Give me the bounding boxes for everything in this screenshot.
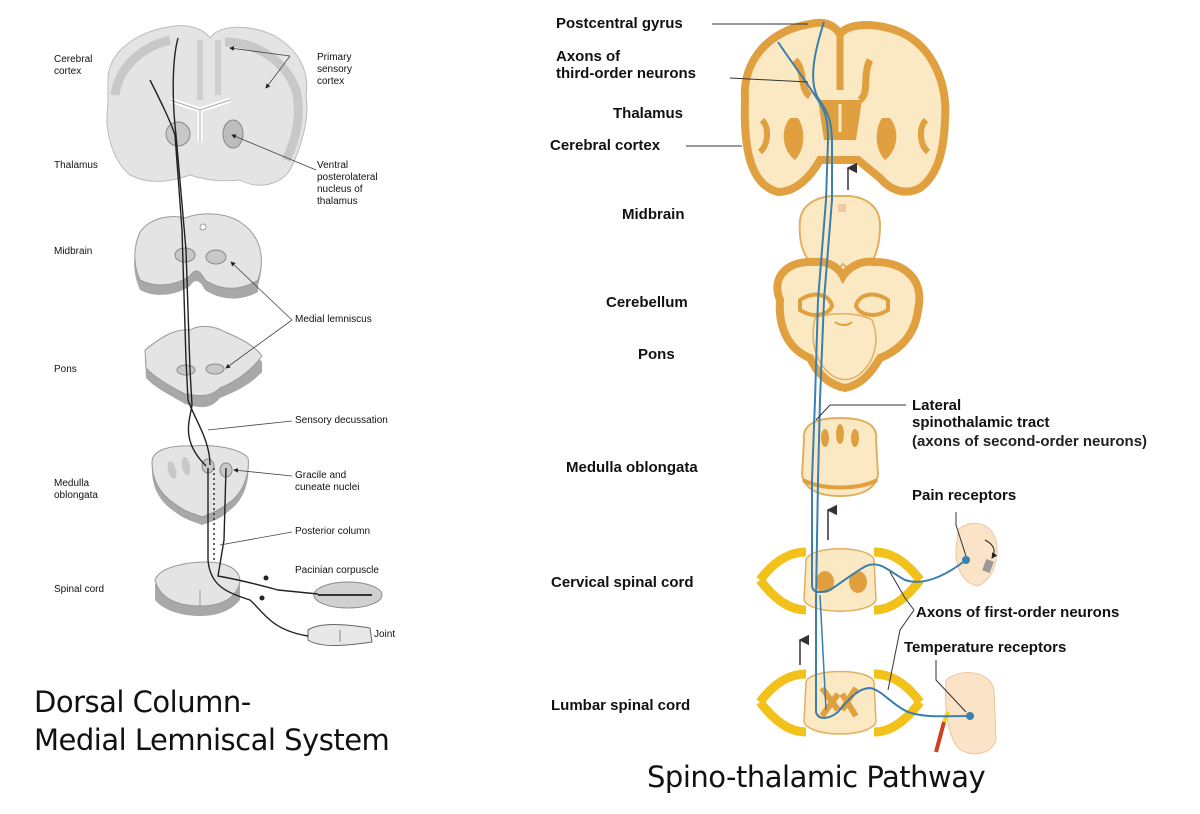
left-label-joint: Joint — [374, 629, 396, 640]
left-label-posterior-column: Posterior column — [295, 526, 371, 537]
left-medulla — [151, 445, 249, 525]
right-label-lateral-tract-note: (axons of second-order neurons) — [912, 433, 1148, 450]
left-label-sensory-decussation: Sensory decussation — [295, 415, 388, 426]
right-foot-receptor — [934, 672, 997, 755]
left-pons — [144, 325, 263, 408]
right-label-medulla-oblongata: Medulla oblongata — [566, 459, 698, 476]
right-label-temperature-receptors: Temperature receptors — [904, 639, 1067, 656]
right-cerebellum-pons — [773, 257, 924, 393]
left-cerebrum — [106, 25, 308, 186]
right-label-cervical-spinal-cord: Cervical spinal cord — [551, 574, 694, 591]
right-label-axons-first-order: Axons of first-order neurons — [916, 604, 1120, 621]
right-cervical-cord — [756, 547, 924, 615]
left-label-medial-lemniscus: Medial lemniscus — [295, 314, 372, 325]
left-label-medulla-oblongata: Medulla oblongata — [54, 478, 98, 501]
right-label-cerebellum: Cerebellum — [606, 294, 688, 311]
left-label-cerebral-cortex: Cerebral cortex — [54, 54, 93, 77]
right-label-midbrain: Midbrain — [622, 206, 685, 223]
right-label-cerebral-cortex: Cerebral cortex — [550, 137, 661, 154]
right-tract-fibers — [777, 21, 971, 719]
left-pacinian-corpuscle — [313, 581, 383, 609]
right-label-axons-third-order: Axons of third-order neurons — [556, 48, 697, 82]
right-label-lumbar-spinal-cord: Lumbar spinal cord — [551, 697, 691, 714]
left-pathway-fibers — [149, 37, 319, 637]
right-diagram-title: Spino-thalamic Pathway — [647, 760, 986, 794]
right-flow-arrows — [798, 162, 857, 665]
left-label-spinal-cord: Spinal cord — [54, 584, 105, 595]
right-lumbar-cord — [756, 669, 924, 737]
left-label-vpl-nucleus: Ventral posterolateral nucleus of thalam… — [317, 160, 378, 207]
left-leader-lines — [207, 46, 317, 546]
left-label-pons: Pons — [54, 364, 77, 375]
left-joint — [307, 624, 373, 646]
left-diagram-title: Dorsal Column- Medial Lemniscal System — [34, 685, 390, 757]
left-spinal-cord — [154, 561, 241, 616]
left-label-midbrain: Midbrain — [54, 246, 93, 257]
left-label-gracile-cuneate: Gracile and cuneate nuclei — [295, 470, 360, 493]
right-medulla — [800, 416, 880, 498]
right-label-lateral-tract: Lateral spinothalamic tract — [912, 397, 1050, 431]
right-hand-receptor — [955, 522, 998, 587]
right-label-postcentral-gyrus: Postcentral gyrus — [556, 15, 683, 32]
right-label-pain-receptors: Pain receptors — [912, 487, 1017, 504]
left-label-pacinian-corpuscle: Pacinian corpuscle — [295, 565, 379, 576]
right-cerebrum — [740, 18, 950, 197]
right-label-pons: Pons — [638, 346, 675, 363]
left-label-thalamus: Thalamus — [54, 160, 98, 171]
left-midbrain — [134, 213, 262, 299]
right-lumbar-ascending-fiber — [819, 594, 827, 711]
right-leader-lines — [686, 23, 967, 713]
right-label-thalamus: Thalamus — [613, 105, 684, 122]
left-label-primary-sensory-cortex: Primary sensory cortex — [317, 52, 353, 87]
